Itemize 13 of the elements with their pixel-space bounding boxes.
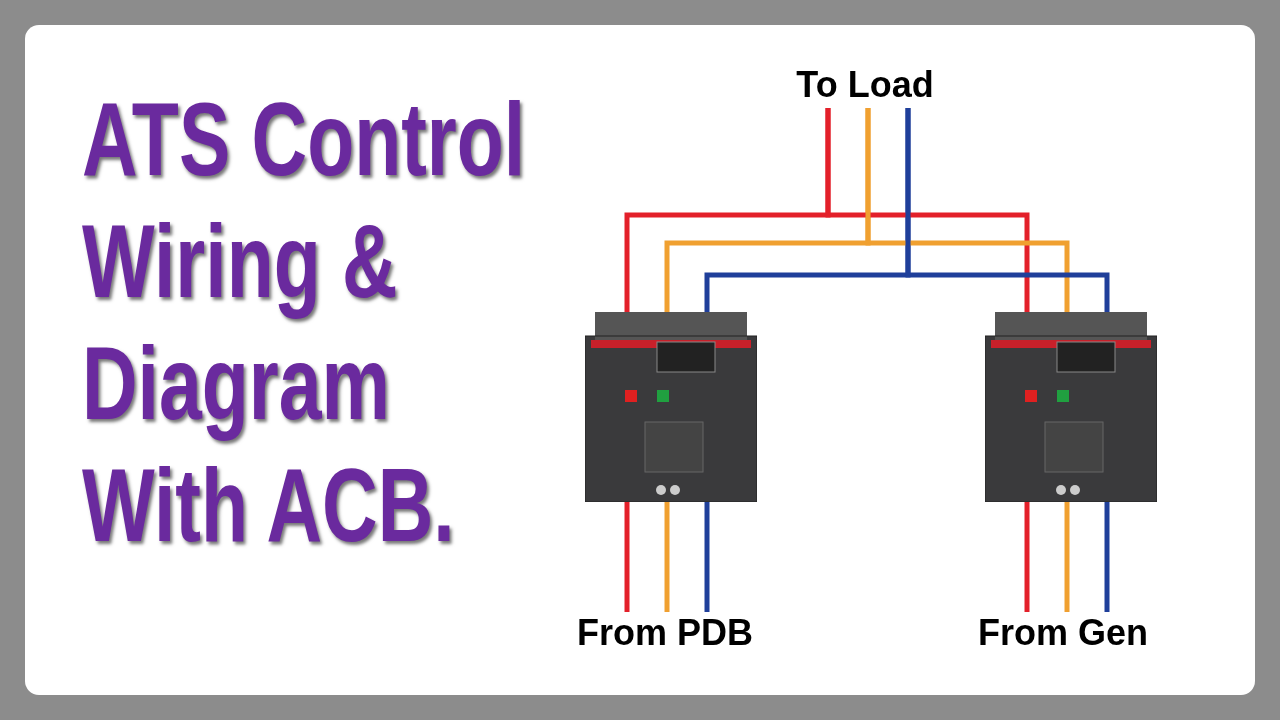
wire (1104, 502, 1110, 612)
wire-label: From Gen (970, 612, 1156, 658)
wire (1064, 502, 1070, 612)
wire-label: To Load (792, 64, 938, 108)
wire (905, 108, 1110, 312)
wire (704, 502, 710, 612)
wire (1024, 502, 1030, 612)
wire (865, 108, 1070, 312)
wire-label: From PDB (572, 612, 758, 658)
wire (825, 108, 1030, 312)
title: ATS Control Wiring & Diagram With ACB. (82, 80, 527, 565)
wire (624, 502, 630, 612)
wire (664, 502, 670, 612)
